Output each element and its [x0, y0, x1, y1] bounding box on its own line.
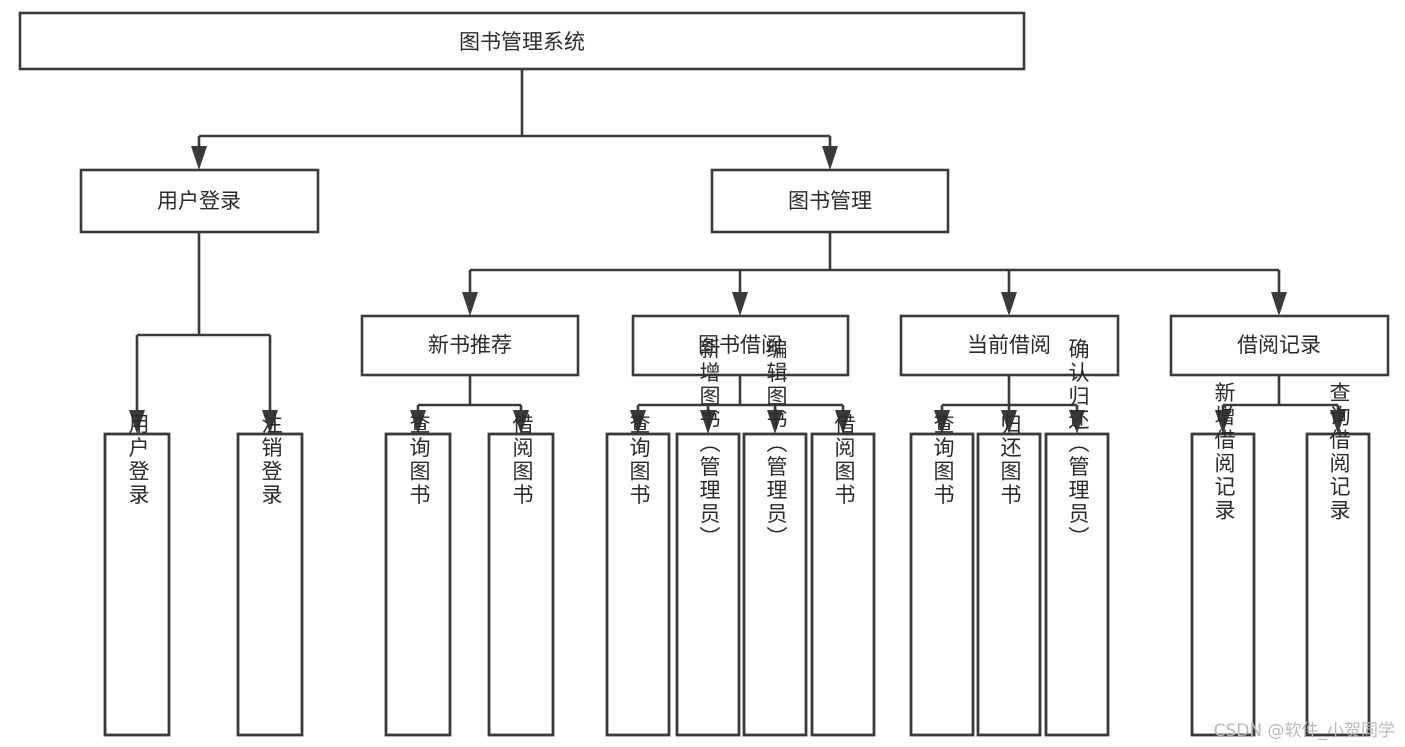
leaf-book-borrow-3[interactable]: 借阅图书	[810, 413, 876, 737]
leaf-user-login-0[interactable]: 用户登录	[103, 413, 171, 737]
leaf-book-borrow-1[interactable]: 新增图书（管理员）	[675, 338, 741, 737]
leaf-new-book-recommend-0-label: 查询图书	[407, 413, 431, 507]
leaf-current-borrow-2[interactable]: 确认归还（管理员）	[1044, 338, 1110, 737]
leaf-borrow-records-0-label: 新增借阅记录	[1212, 382, 1236, 523]
arrow-head-leaf-user-login-0	[129, 410, 145, 434]
leaf-book-borrow-1-box[interactable]	[675, 432, 741, 737]
arrow-head-leaf-nbr-0	[410, 410, 426, 434]
arrow-head-book-manage	[822, 146, 838, 170]
arrow-head-leaf-nbr-1	[513, 410, 529, 434]
leaf-current-borrow-2-label: 确认归还（管理员）	[1066, 338, 1090, 550]
node-root-label: 图书管理系统	[459, 30, 585, 54]
leaf-current-borrow-1[interactable]: 归还图书	[976, 413, 1042, 737]
leaf-borrow-records-1-label: 查询借阅记录	[1327, 382, 1351, 523]
connectors-root-to-level2	[191, 69, 838, 170]
node-borrow-records-label: 借阅记录	[1237, 333, 1321, 357]
leaf-book-borrow-1-label: 新增图书（管理员）	[697, 338, 721, 550]
arrow-head-leaf-cb-0	[934, 410, 950, 434]
leaf-book-borrow-0-box[interactable]	[605, 432, 671, 737]
node-current-borrow[interactable]: 当前借阅	[899, 314, 1120, 377]
node-book-borrow-box[interactable]	[631, 314, 850, 377]
leaf-current-borrow-0-box[interactable]	[909, 432, 975, 737]
node-user-login-label: 用户登录	[157, 189, 241, 213]
leaf-borrow-records-1-box[interactable]	[1305, 432, 1371, 737]
leaf-new-book-recommend-1-box[interactable]	[487, 432, 555, 737]
leaf-borrow-records-0-box[interactable]	[1190, 432, 1256, 737]
node-borrow-records[interactable]: 借阅记录	[1169, 314, 1390, 377]
leaf-book-borrow-2-label: 编辑图书（管理员）	[764, 338, 788, 550]
leaf-user-login-0-box[interactable]	[103, 432, 171, 737]
leaf-book-borrow-3-box[interactable]	[810, 432, 876, 737]
connectors-current-borrow-to-leaves	[934, 375, 1085, 434]
node-book-manage[interactable]: 图书管理	[710, 168, 950, 234]
node-root[interactable]: 图书管理系统	[18, 11, 1026, 71]
leaf-borrow-records-0[interactable]: 新增借阅记录	[1190, 382, 1256, 737]
connectors-book-borrow-to-leaves	[630, 375, 851, 434]
leaf-current-borrow-2-box[interactable]	[1044, 432, 1110, 737]
arrow-head-leaf-bb-3	[835, 410, 851, 434]
connectors-user-login-to-leaves	[129, 232, 278, 434]
arrow-head-borrow-records	[1271, 292, 1287, 316]
leaf-book-borrow-2-box[interactable]	[742, 432, 808, 737]
leaf-new-book-recommend-0[interactable]: 查询图书	[384, 413, 452, 737]
leaf-current-borrow-1-box[interactable]	[976, 432, 1042, 737]
leaf-borrow-records-1[interactable]: 查询借阅记录	[1305, 382, 1371, 737]
leaf-user-login-1-label: 注销登录	[259, 413, 283, 507]
node-current-borrow-box[interactable]	[899, 314, 1120, 377]
leaf-current-borrow-1-label: 归还图书	[998, 413, 1022, 507]
connectors-new-book-recommend-to-leaves	[410, 375, 529, 434]
arrow-head-current-borrow	[1001, 292, 1017, 316]
node-book-manage-label: 图书管理	[788, 189, 872, 213]
node-book-manage-box[interactable]	[710, 168, 950, 234]
arrow-head-book-borrow	[732, 292, 748, 316]
node-current-borrow-label: 当前借阅	[967, 333, 1051, 357]
arrow-head-leaf-br-0	[1215, 410, 1231, 434]
node-new-book-recommend-label: 新书推荐	[428, 333, 512, 357]
leaf-user-login-1[interactable]: 注销登录	[236, 413, 304, 737]
connectors-book-manage-to-level3	[462, 232, 1287, 316]
arrow-head-leaf-bb-2	[767, 410, 783, 434]
node-new-book-recommend-box[interactable]	[360, 314, 580, 377]
leaf-user-login-1-box[interactable]	[236, 432, 304, 737]
leaf-book-borrow-0[interactable]: 查询图书	[605, 413, 671, 737]
leaf-new-book-recommend-1-label: 借阅图书	[510, 413, 534, 507]
leaf-new-book-recommend-1[interactable]: 借阅图书	[487, 413, 555, 737]
arrow-head-leaf-cb-2	[1069, 410, 1085, 434]
node-root-box[interactable]	[18, 11, 1026, 71]
node-user-login[interactable]: 用户登录	[79, 168, 320, 234]
arrow-head-leaf-bb-0	[630, 410, 646, 434]
leaf-current-borrow-0[interactable]: 查询图书	[909, 413, 975, 737]
leaf-book-borrow-2[interactable]: 编辑图书（管理员）	[742, 338, 808, 737]
leaf-book-borrow-0-label: 查询图书	[627, 413, 651, 507]
connectors-borrow-records-to-leaves	[1215, 375, 1346, 434]
node-book-borrow[interactable]: 图书借阅	[631, 314, 850, 377]
leaf-new-book-recommend-0-box[interactable]	[384, 432, 452, 737]
arrow-head-new-book-recommend	[462, 292, 478, 316]
arrow-head-leaf-bb-1	[700, 410, 716, 434]
leaf-book-borrow-3-label: 借阅图书	[832, 413, 856, 507]
arrow-head-user-login	[191, 146, 207, 170]
leaf-current-borrow-0-label: 查询图书	[931, 413, 955, 507]
node-new-book-recommend[interactable]: 新书推荐	[360, 314, 580, 377]
node-borrow-records-box[interactable]	[1169, 314, 1390, 377]
node-user-login-box[interactable]	[79, 168, 320, 234]
arrow-head-leaf-user-login-1	[262, 410, 278, 434]
arrow-head-leaf-br-1	[1330, 410, 1346, 434]
leaf-user-login-0-label: 用户登录	[126, 413, 150, 507]
node-book-borrow-label: 图书借阅	[698, 333, 782, 357]
arrow-head-leaf-cb-1	[1001, 410, 1017, 434]
